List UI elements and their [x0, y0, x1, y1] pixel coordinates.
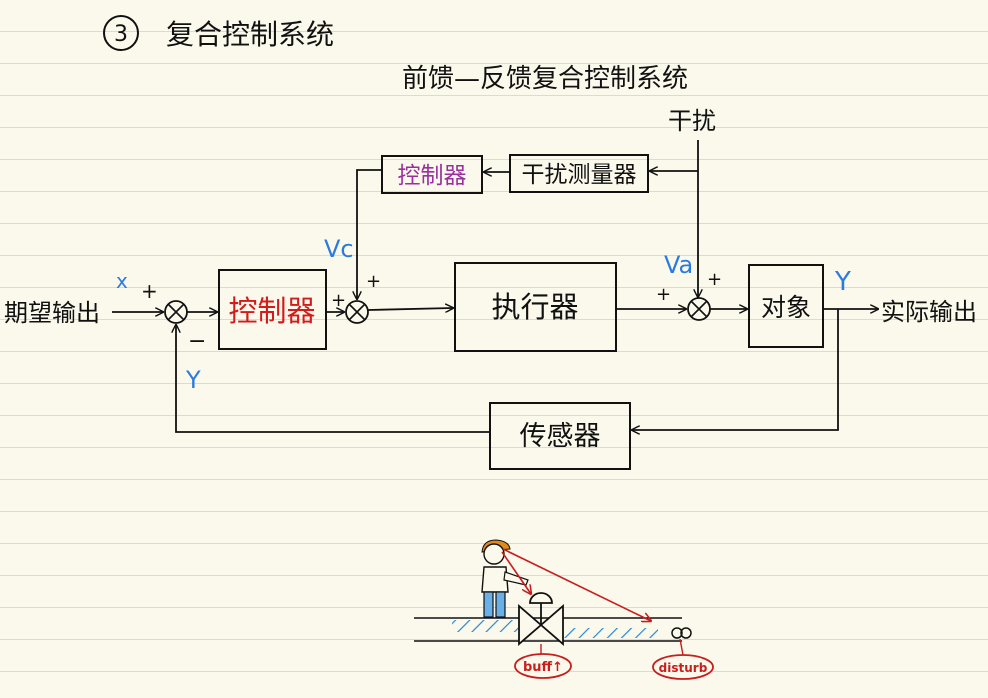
summing-junction-2	[345, 300, 369, 324]
block-actuator: 执行器	[454, 262, 617, 352]
disturbance-label: 干扰	[668, 107, 716, 135]
section-title: 复合控制系统	[166, 18, 334, 51]
worker-leg-right	[495, 591, 506, 618]
feedforward-controller-label: 控制器	[398, 163, 467, 189]
disturbance-element	[671, 627, 683, 639]
valve-illustration: buff↑ disturb	[414, 539, 714, 680]
pointer-to-disturb-label	[679, 638, 684, 656]
disturbance-meter-label: 干扰测量器	[522, 162, 637, 188]
block-disturbance-meter: 干扰测量器	[509, 154, 649, 193]
controller-label: 控制器	[228, 294, 315, 328]
pipe-flow-left	[452, 620, 518, 632]
valve-label: buff↑	[523, 660, 563, 675]
sign-s2-left: +	[331, 290, 346, 311]
section-number: 3	[114, 22, 128, 47]
signal-y-out-label: Y	[834, 267, 851, 297]
sight-arrow-to-disturb	[502, 548, 651, 621]
actuator-label: 执行器	[491, 290, 578, 324]
disturbance-element-2	[680, 627, 692, 639]
section-number-circle	[103, 15, 139, 51]
valve-actuator-dome	[529, 592, 553, 604]
summing-junction-1	[164, 300, 188, 324]
block-plant: 对象	[748, 264, 824, 348]
sign-s1-plus: +	[141, 279, 158, 303]
sensor-label: 传感器	[520, 421, 601, 452]
sign-s3-left: +	[656, 284, 671, 305]
valve-label-oval	[514, 653, 572, 679]
section-heading: 3 复合控制系统	[103, 15, 334, 51]
signal-y-fb-label: Y	[185, 366, 201, 394]
signal-va-label: Va	[664, 251, 693, 279]
disturb-label-oval	[652, 654, 714, 680]
signal-wires	[112, 140, 878, 432]
disturb-label: disturb	[659, 661, 708, 675]
signal-x-label: x	[116, 269, 128, 293]
signal-vc-label: Vc	[324, 235, 354, 263]
block-controller: 控制器	[218, 269, 327, 350]
worker-figure	[481, 539, 529, 618]
output-label: 实际输出	[881, 298, 977, 326]
diagram-title: 前馈—反馈复合控制系统	[402, 64, 688, 94]
worker-head	[483, 543, 505, 565]
pipe-flow-right	[562, 628, 658, 638]
worker-body	[481, 566, 509, 593]
sign-s3-top: +	[707, 269, 722, 290]
plant-label: 对象	[761, 293, 811, 322]
worker-leg-left	[483, 591, 494, 618]
block-feedforward-controller: 控制器	[381, 155, 483, 194]
sight-arrow-to-valve	[501, 551, 531, 594]
summing-junction-3	[687, 297, 711, 321]
input-label: 期望输出	[4, 299, 100, 327]
sign-s1-minus: −	[188, 329, 206, 354]
sign-s2-top: +	[366, 271, 381, 292]
block-sensor: 传感器	[489, 402, 631, 470]
